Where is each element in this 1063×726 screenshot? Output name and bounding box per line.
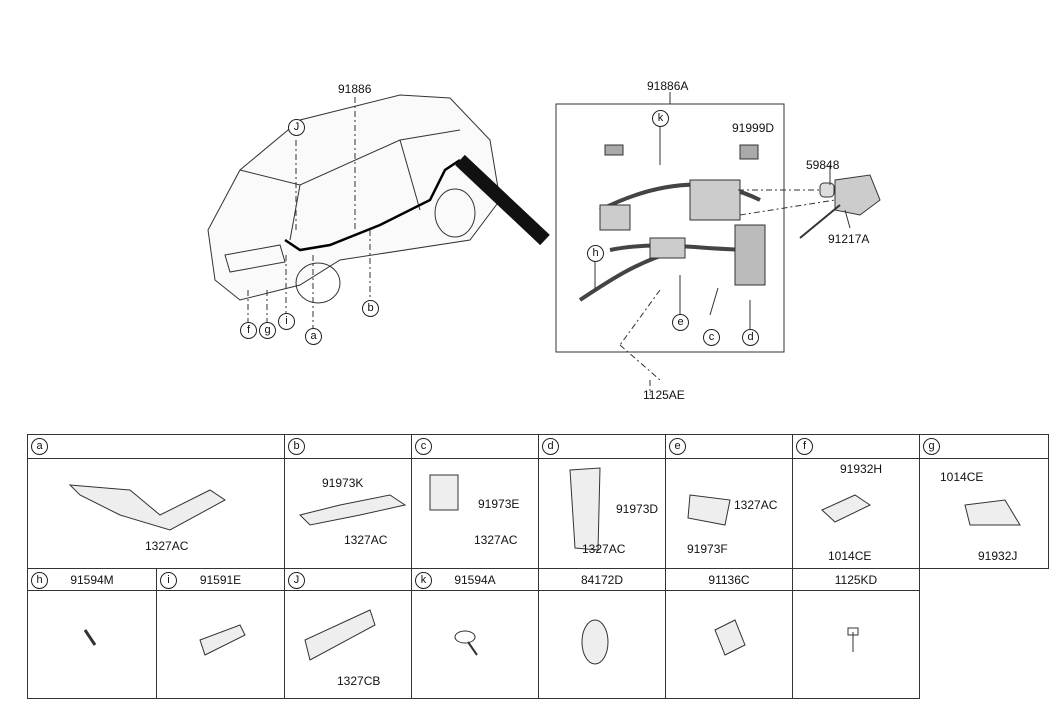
callout: k [652, 110, 669, 127]
part-label: 91591E [199, 573, 242, 587]
callout: J [288, 572, 305, 589]
callout: g [259, 322, 276, 339]
part-label: 1327AC [734, 498, 778, 512]
part-label: 1125KD [834, 573, 878, 587]
part-label: 91594M [70, 573, 114, 587]
callout: J [288, 119, 305, 136]
table-cell [27, 590, 157, 699]
part-label: 1327AC [582, 542, 626, 556]
table-cell [919, 458, 1049, 569]
part-label: 59848 [806, 158, 840, 172]
callout: f [240, 322, 257, 339]
callout: i [160, 572, 177, 589]
table-cell [156, 590, 285, 699]
part-label: 91973D [616, 502, 659, 516]
part-label: 91594A [454, 573, 496, 587]
callout: k [415, 572, 432, 589]
car-harness-line [284, 158, 461, 252]
table-header: 1125KD [792, 568, 920, 591]
part-label: 1125AE [643, 388, 685, 402]
part-label: 1327AC [344, 533, 388, 547]
table-header-k: k 91594A [411, 568, 539, 591]
callout: h [31, 572, 48, 589]
callout: h [587, 245, 604, 262]
part-label: 91886 [338, 82, 372, 96]
callout: b [362, 300, 379, 317]
callout: e [669, 438, 686, 455]
part-label: 91217A [828, 232, 870, 246]
table-header: 84172D [538, 568, 666, 591]
part-label: 91932J [978, 549, 1018, 563]
callout: g [923, 438, 940, 455]
table-cell [665, 590, 793, 699]
table-header-g: g [919, 434, 1049, 459]
table-header-j: J [284, 568, 412, 591]
part-label: 1327AC [474, 533, 518, 547]
table-cell [411, 590, 539, 699]
table-header-h: h 91594M [27, 568, 157, 591]
callout: a [31, 438, 48, 455]
part-label: 84172D [580, 573, 624, 587]
table-header-e: e [665, 434, 793, 459]
table-cell [792, 590, 920, 699]
part-label: 91999D [732, 121, 775, 135]
table-header: 91136C [665, 568, 793, 591]
callout: b [288, 438, 305, 455]
table-cell [538, 590, 666, 699]
part-label: 1327AC [145, 539, 189, 553]
callout: c [415, 438, 432, 455]
part-label: 91973F [687, 542, 728, 556]
part-label: 91973E [478, 497, 520, 511]
part-label: 91136C [708, 573, 750, 587]
callout: e [672, 314, 689, 331]
callout: f [796, 438, 813, 455]
callout: d [542, 438, 559, 455]
car-outline [207, 94, 501, 301]
part-label: 91932H [840, 462, 883, 476]
table-header-c: c [411, 434, 539, 459]
part-label: 91886A [647, 79, 689, 93]
table-header-f: f [792, 434, 920, 459]
table-header-i: i 91591E [156, 568, 285, 591]
callout: a [305, 328, 322, 345]
table-header-a: a [27, 434, 285, 459]
table-cell [411, 458, 539, 569]
callout: i [278, 313, 295, 330]
part-label: 1014CE [828, 549, 872, 563]
part-label: 1327CB [337, 674, 381, 688]
table-header-b: b [284, 434, 412, 459]
callout: c [703, 329, 720, 346]
table-cell [665, 458, 793, 569]
part-label: 91973K [322, 476, 364, 490]
table-header-d: d [538, 434, 666, 459]
callout: d [742, 329, 759, 346]
part-label: 1014CE [940, 470, 984, 484]
table-cell [284, 458, 412, 569]
